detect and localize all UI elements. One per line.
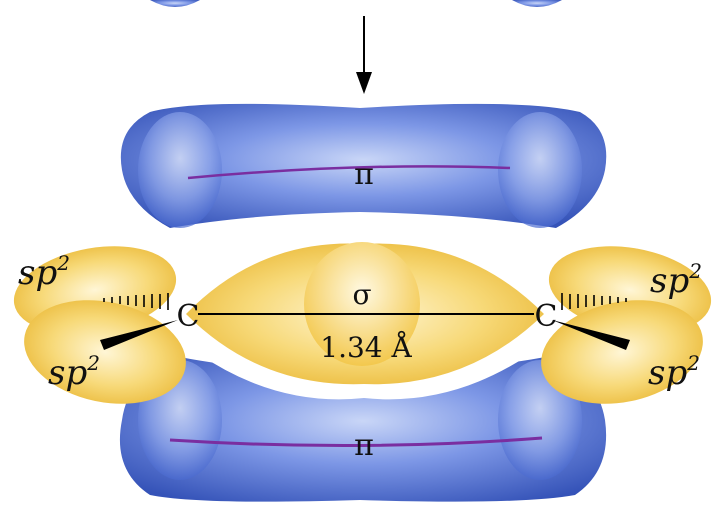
carbon-right-label: C (535, 299, 558, 334)
pi-top-right-lobe (498, 112, 582, 228)
pi-bottom-label: π (354, 428, 374, 463)
sp2-label-right-lower: sp2 (648, 351, 700, 393)
top-left-orbital-fragment (150, 0, 200, 7)
top-right-orbital-fragment (512, 0, 562, 7)
down-arrow-icon (356, 16, 372, 94)
pi-top-label: π (354, 157, 374, 192)
sigma-label: σ (352, 278, 371, 311)
pi-top-left-lobe (138, 112, 222, 228)
bond-length-label: 1.34 Å (320, 331, 412, 364)
carbon-left-label: C (177, 299, 200, 334)
